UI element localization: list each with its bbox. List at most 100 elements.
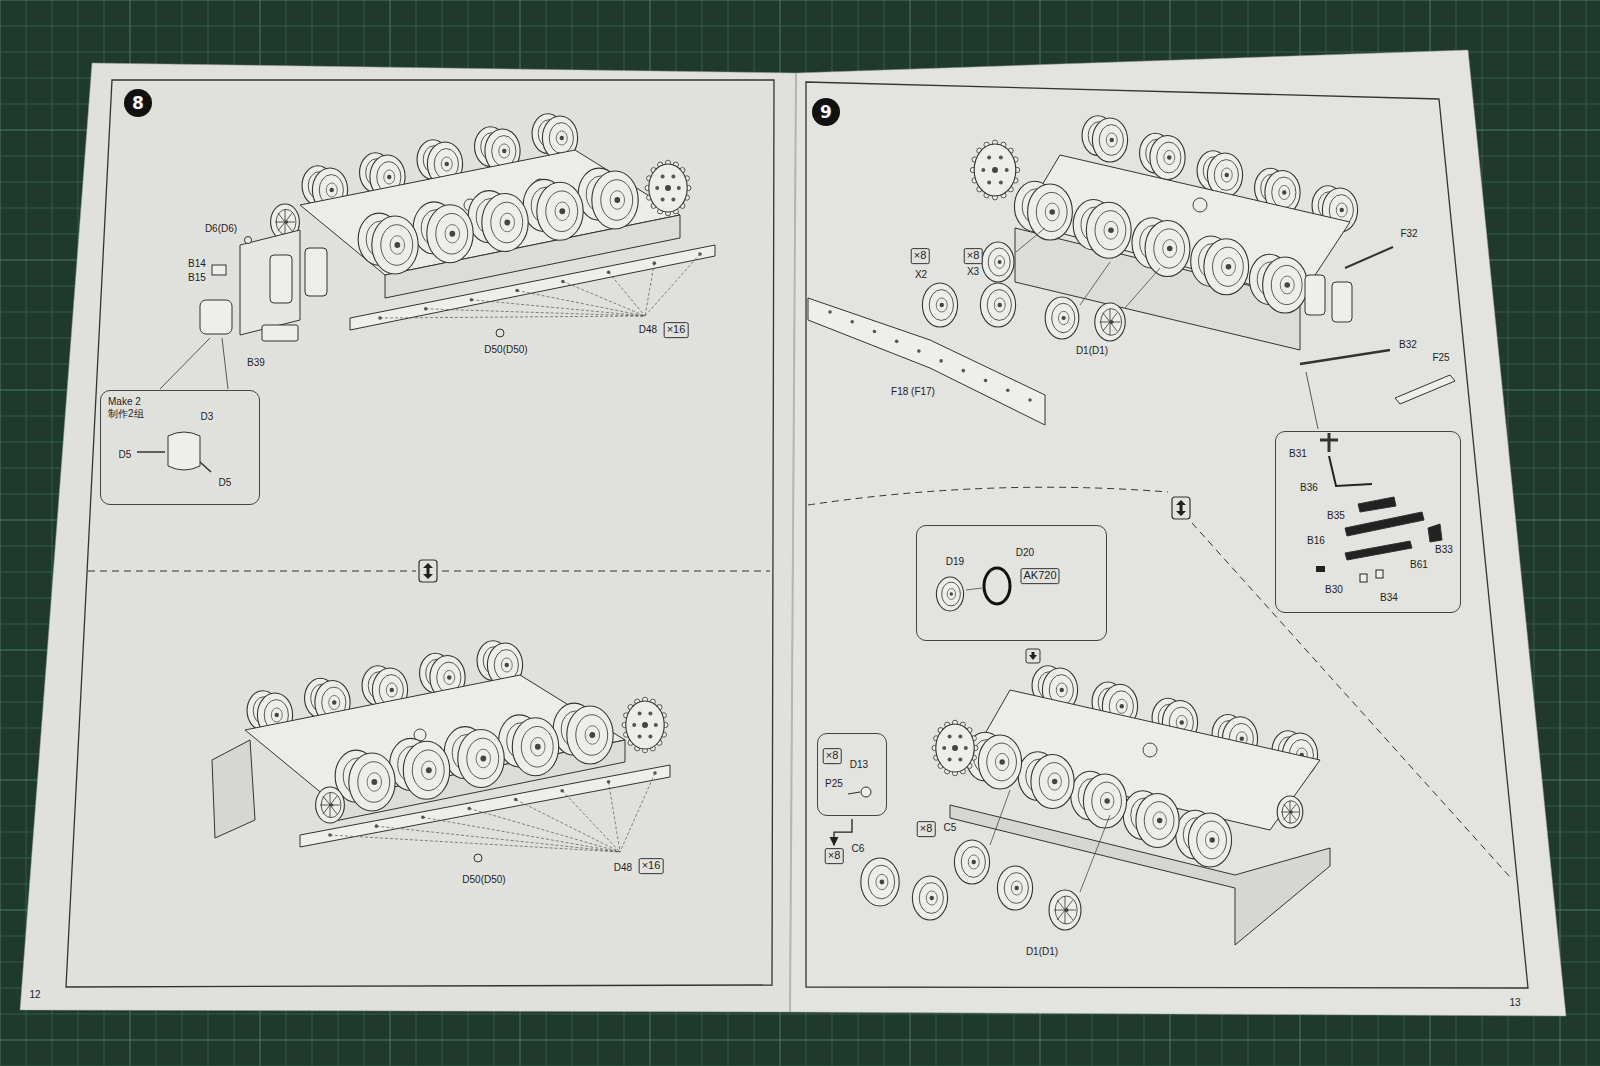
wheel-hub-ring bbox=[994, 298, 1005, 312]
step-number-text: 9 bbox=[820, 104, 832, 121]
leader-line bbox=[1080, 815, 1110, 892]
leader-line bbox=[469, 808, 620, 852]
sprocket-hole bbox=[661, 175, 665, 179]
leader-line bbox=[645, 254, 700, 316]
wheel-hub bbox=[1065, 908, 1069, 912]
sprocket-hole bbox=[638, 734, 642, 738]
wheel-hub bbox=[940, 303, 944, 307]
part-number: D1(D1) bbox=[1075, 345, 1109, 357]
sprocket-hole bbox=[654, 723, 658, 727]
road-wheel bbox=[978, 735, 1021, 789]
wheel-hub bbox=[1120, 704, 1124, 708]
wheel-hub bbox=[1240, 737, 1244, 741]
road-wheel bbox=[316, 787, 345, 823]
sprocket-hole bbox=[987, 156, 991, 160]
wheel-hub bbox=[535, 744, 541, 750]
wheel-hub-ring bbox=[1048, 773, 1062, 790]
callout-box: D13P25×8 bbox=[817, 733, 887, 816]
wheel-hub-ring bbox=[1221, 258, 1235, 276]
wheel-rim bbox=[961, 847, 985, 878]
leader-line bbox=[426, 309, 645, 316]
wheel-rim bbox=[546, 191, 578, 232]
shock-absorber bbox=[1332, 282, 1352, 322]
mat-grid-line bbox=[0, 52, 1600, 53]
road-wheel bbox=[1188, 813, 1231, 867]
part-number: D3 bbox=[200, 411, 215, 423]
wheel-hub bbox=[1167, 246, 1173, 252]
tow-cable-part bbox=[1345, 247, 1393, 268]
wheel-hub-ring bbox=[1280, 276, 1294, 294]
wheel-spoke bbox=[285, 222, 286, 235]
part-b30 bbox=[1316, 566, 1325, 572]
wheel-hub bbox=[449, 231, 455, 237]
part-b16 bbox=[1345, 512, 1424, 536]
wheel-hub-ring bbox=[1045, 203, 1059, 221]
wheel-rim bbox=[358, 762, 390, 803]
wheel-hub bbox=[504, 220, 510, 226]
wheel-rim bbox=[987, 290, 1011, 321]
small-part bbox=[245, 237, 252, 244]
wheel-spoke bbox=[275, 222, 285, 223]
leader-line bbox=[990, 790, 1010, 845]
part-number: B33 bbox=[1434, 544, 1454, 556]
wheel-rim bbox=[576, 715, 608, 756]
part-number: D20 bbox=[1015, 547, 1035, 559]
part-number: B16 bbox=[1306, 535, 1326, 547]
road-wheel bbox=[1049, 890, 1081, 930]
wheel-hub-ring bbox=[1336, 203, 1347, 217]
wheel-hub-ring bbox=[384, 170, 395, 184]
wheel-spoke bbox=[1100, 322, 1110, 323]
sprocket-hole bbox=[1005, 168, 1009, 172]
road-wheel bbox=[997, 866, 1032, 910]
part-number: D48 bbox=[613, 862, 633, 874]
wheel-rim bbox=[491, 202, 523, 243]
leader-line bbox=[966, 588, 982, 590]
pin-part bbox=[848, 792, 860, 794]
wheel-rim bbox=[1214, 160, 1238, 191]
wheel-hub bbox=[560, 136, 564, 140]
drive-sprocket bbox=[649, 164, 687, 212]
leader-line bbox=[222, 338, 228, 389]
wheel-spoke bbox=[1284, 812, 1290, 820]
sprocket-hole bbox=[958, 735, 962, 739]
road-wheel bbox=[1092, 118, 1127, 162]
wheel-rim bbox=[1144, 802, 1174, 840]
tow-bar-part bbox=[1300, 350, 1390, 364]
sprocket-hole bbox=[648, 712, 652, 716]
wheel-hub-ring bbox=[610, 191, 625, 210]
wheel-hub-ring bbox=[1153, 812, 1167, 829]
wheel-hub bbox=[1180, 720, 1184, 724]
part-number: D13 bbox=[849, 759, 869, 771]
part-number: B36 bbox=[1299, 482, 1319, 494]
road-wheel bbox=[427, 205, 473, 263]
sprocket-hub bbox=[992, 167, 998, 173]
sprocket-hub bbox=[665, 185, 671, 191]
wheel-hub-ring bbox=[926, 891, 937, 905]
sprocket-hole bbox=[948, 735, 952, 739]
sprocket-hole bbox=[981, 168, 985, 172]
wheel-hub-ring bbox=[1205, 831, 1219, 848]
wheel-rim bbox=[1004, 873, 1028, 904]
drive-sprocket bbox=[936, 724, 974, 772]
wheel-hub-ring bbox=[531, 737, 546, 756]
leader-line bbox=[609, 272, 645, 316]
page-frame bbox=[806, 82, 1528, 988]
wheel-rim bbox=[412, 750, 444, 791]
pin-part bbox=[137, 451, 165, 453]
part-b34 bbox=[1376, 570, 1383, 578]
part-number: B61 bbox=[1409, 559, 1429, 571]
wheel-spoke bbox=[323, 796, 330, 805]
wheel-spoke bbox=[1057, 910, 1065, 920]
right-page bbox=[790, 50, 1566, 1016]
step-separator bbox=[1192, 523, 1510, 877]
wheel-hub-ring bbox=[585, 726, 600, 745]
wheel-hub bbox=[999, 759, 1004, 764]
wheel-hub bbox=[445, 162, 449, 166]
plate-hole bbox=[962, 369, 966, 373]
wheel-hub bbox=[559, 208, 565, 214]
sprocket-hole bbox=[632, 723, 636, 727]
wheel-hub bbox=[1340, 208, 1344, 212]
road-wheel bbox=[980, 283, 1015, 327]
wheel-hub bbox=[505, 663, 509, 667]
sprocket-hole bbox=[661, 197, 665, 201]
